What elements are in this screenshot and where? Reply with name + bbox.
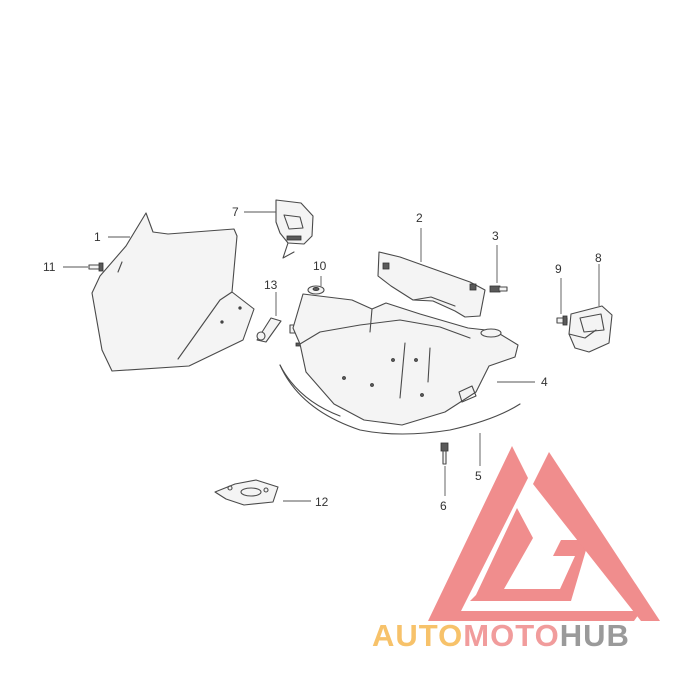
callout-9: 9	[555, 262, 562, 276]
switch-housing-part-8	[568, 305, 613, 353]
callout-labels: 1 2 3 4 5 6 7 8 9 10 11 12 13	[43, 205, 602, 513]
callout-1: 1	[94, 230, 101, 244]
handlebar-cover-part-4	[279, 293, 521, 435]
callout-5: 5	[475, 469, 482, 483]
center-panel-part-2	[377, 251, 486, 318]
windshield-part	[91, 212, 255, 372]
callout-10: 10	[313, 259, 327, 273]
grommet-part-10	[307, 285, 325, 295]
callout-8: 8	[595, 251, 602, 265]
callout-13: 13	[264, 278, 278, 292]
watermark-hub: HUB	[559, 618, 630, 653]
callout-12: 12	[315, 495, 329, 509]
watermark-auto: AUTO	[372, 618, 464, 653]
callout-3: 3	[492, 229, 499, 243]
callout-11: 11	[43, 260, 56, 274]
watermark-moto: MOTO	[463, 618, 560, 653]
screw-part-6	[440, 442, 449, 465]
callout-6: 6	[440, 499, 447, 513]
callout-7: 7	[232, 205, 239, 219]
bracket-part-7	[275, 199, 314, 259]
callout-2: 2	[416, 211, 423, 225]
screw-part-11	[88, 262, 104, 272]
screw-part-9	[556, 315, 568, 326]
callout-4: 4	[541, 375, 548, 389]
automotohub-logo-mark	[428, 446, 660, 621]
automotohub-watermark: AUTOMOTOHUB	[372, 616, 630, 656]
screw-part-3	[489, 285, 508, 293]
cover-plate-part-12	[214, 479, 279, 506]
leader-lines	[63, 211, 600, 502]
